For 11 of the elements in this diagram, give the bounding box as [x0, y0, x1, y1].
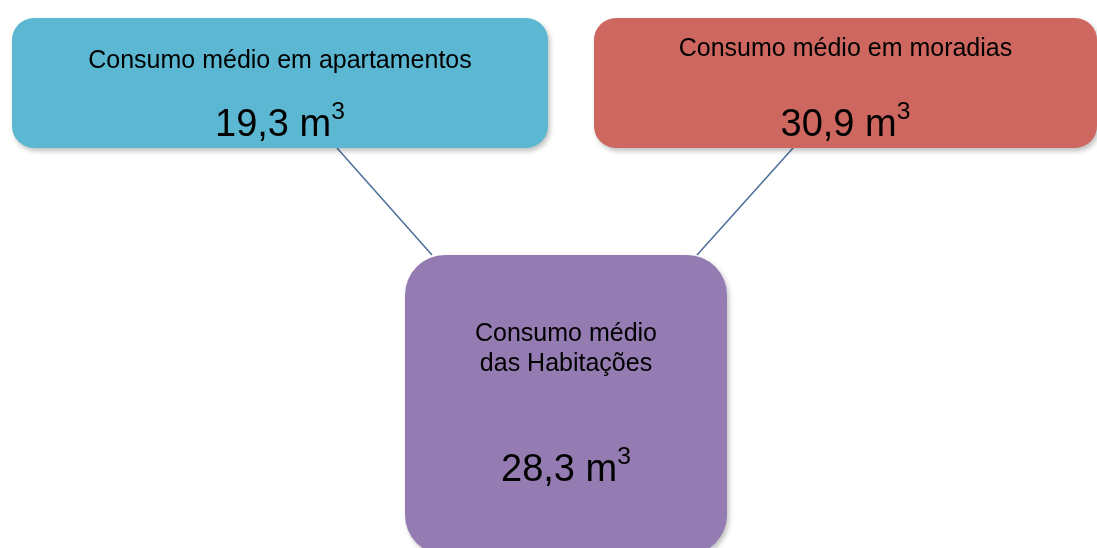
box-title: Consumo médio das Habitações [474, 317, 658, 377]
box-title: Consumo médio em moradias [677, 32, 1014, 62]
rounded-box [12, 18, 548, 148]
rounded-box [405, 255, 727, 548]
box-title: Consumo médio em apartamentos [87, 44, 473, 74]
value-text: 30,9 m$^{3}$ [779, 102, 912, 144]
value-text: 28,3 m$^{3}$ [500, 447, 632, 489]
connector-line [696, 147, 794, 256]
rounded-box [594, 18, 1097, 148]
connector-line [336, 147, 433, 256]
value-text: 19,3 m$^{3}$ [214, 102, 346, 144]
